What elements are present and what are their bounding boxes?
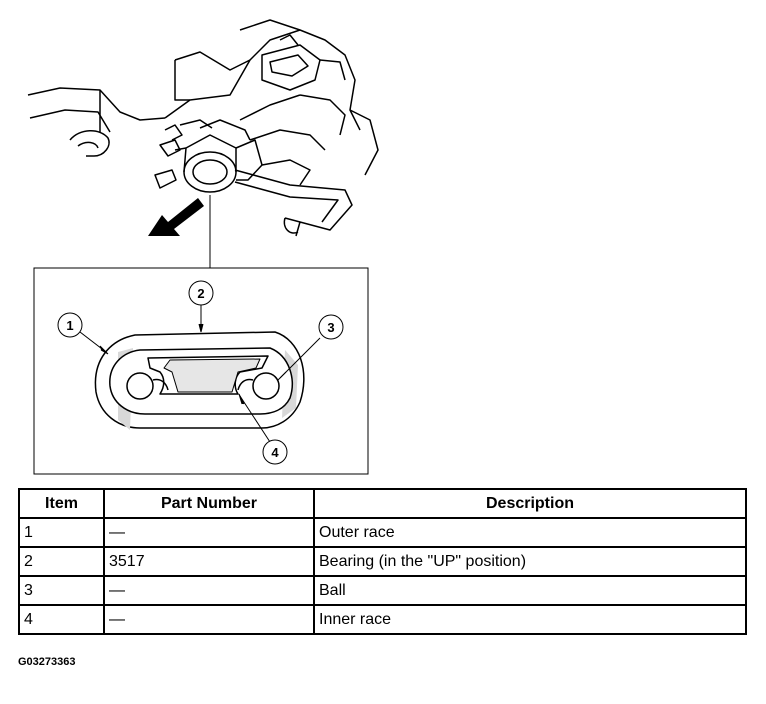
cell-description: Ball (313, 575, 747, 606)
cell-part-number: — (103, 575, 315, 606)
cell-item: 4 (18, 604, 105, 635)
callout-4: 4 (262, 439, 288, 465)
locator-arrow (148, 198, 204, 236)
detail-box (33, 267, 369, 475)
ball-left (126, 372, 154, 400)
cell-part-number: — (103, 517, 315, 548)
callout-3: 3 (318, 314, 344, 340)
callout-1: 1 (57, 312, 83, 338)
bearing-detail (94, 331, 305, 430)
callout-2: 2 (188, 280, 214, 306)
steering-column-drawing (27, 19, 379, 237)
cell-item: 1 (18, 517, 105, 548)
header-item: Item (18, 488, 105, 519)
table-row: 4 — Inner race (18, 604, 747, 635)
cell-description: Bearing (in the "UP" position) (313, 546, 747, 577)
header-part-number: Part Number (103, 488, 315, 519)
bearing-illustration: 1 2 3 4 (27, 19, 379, 475)
table-header-row: Item Part Number Description (18, 488, 747, 519)
callout-1-label: 1 (66, 318, 73, 333)
cell-part-number: — (103, 604, 315, 635)
cell-part-number: 3517 (103, 546, 315, 577)
cell-description: Outer race (313, 517, 747, 548)
header-description: Description (313, 488, 747, 519)
callout-3-label: 3 (327, 320, 334, 335)
figure-id: G03273363 (18, 656, 76, 668)
table-row: 3 — Ball (18, 575, 747, 606)
cell-description: Inner race (313, 604, 747, 635)
cell-item: 3 (18, 575, 105, 606)
table-row: 2 3517 Bearing (in the "UP" position) (18, 546, 747, 577)
callout-2-label: 2 (197, 286, 204, 301)
callouts (79, 305, 321, 443)
callout-4-label: 4 (271, 445, 279, 460)
parts-table: Item Part Number Description 1 — Outer r… (18, 488, 747, 635)
table-row: 1 — Outer race (18, 517, 747, 548)
ball-right (252, 372, 280, 400)
cell-item: 2 (18, 546, 105, 577)
